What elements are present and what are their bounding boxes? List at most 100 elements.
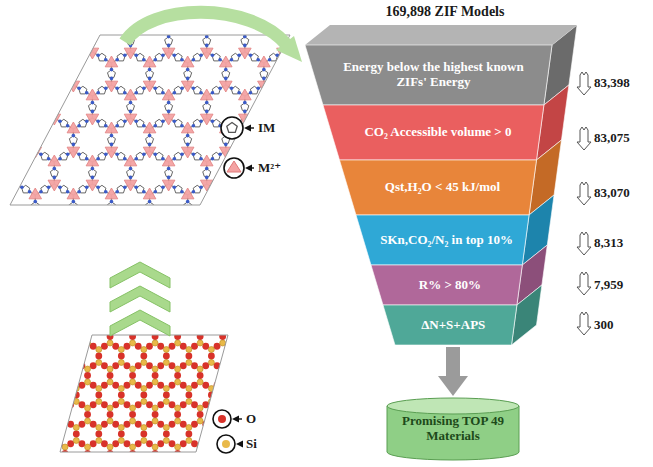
linker-bond (264, 217, 283, 228)
oxygen-atom (259, 421, 266, 428)
oxygen-atom (124, 440, 131, 447)
nitrogen-atom (186, 68, 190, 72)
metal-tetrahedron (10, 221, 23, 232)
nitrogen-atom (14, 110, 18, 114)
metal-tetrahedron (162, 180, 175, 191)
si-o-bond (9, 441, 20, 448)
oxygen-atom (163, 392, 170, 399)
metal-tetrahedron (181, 147, 194, 158)
nitrogen-atom (39, 256, 43, 260)
nitrogen-atom (167, 167, 171, 171)
nitrogen-atom (39, 153, 43, 157)
nitrogen-atom (115, 190, 119, 194)
imidazolate-ring (327, 251, 335, 259)
nitrogen-atom (110, 68, 114, 72)
nitrogen-atom (1, 124, 5, 128)
metal-tetrahedron (296, 122, 309, 133)
si-o-bond (9, 304, 20, 311)
nitrogen-atom (14, 167, 18, 171)
oxygen-atom (79, 323, 86, 330)
linker-bond (301, 195, 302, 217)
imidazolate-ring (3, 185, 11, 193)
linker-bond (35, 85, 54, 96)
nitrogen-atom (77, 256, 81, 260)
linker-bond (0, 85, 16, 96)
metal-tetrahedron (181, 0, 194, 1)
imidazolate-ring (41, 53, 49, 61)
nitrogen-atom (173, 157, 177, 161)
oxygen-atom (157, 440, 164, 447)
nitrogen-atom (243, 176, 247, 180)
oxygen-atom (39, 372, 46, 379)
oxygen-atom (225, 304, 232, 311)
metal-tetrahedron (10, 114, 23, 125)
imidazolate-ring (69, 4, 77, 12)
si-o-bond (20, 421, 31, 428)
nitrogen-atom (230, 58, 234, 62)
si-o-bond (268, 402, 279, 409)
nitrogen-atom (9, 252, 13, 256)
imidazolate-ring (222, 268, 230, 276)
nitrogen-atom (39, 21, 43, 25)
nitrogen-atom (237, 252, 241, 256)
oxygen-atom (208, 314, 215, 321)
metal-tetrahedron (86, 155, 99, 166)
nitrogen-atom (218, 190, 222, 194)
si-o-bond (245, 447, 246, 460)
nitrogen-atom (85, 25, 89, 29)
oxygen-atom (129, 372, 136, 379)
linker-bond (111, 250, 130, 261)
oxygen-atom (56, 304, 63, 311)
nitrogen-atom (180, 190, 184, 194)
imidazolate-ring (12, 169, 20, 177)
linker-bond (150, 217, 169, 228)
linker-bond (245, 250, 264, 261)
nitrogen-atom (153, 219, 157, 223)
oxygen-atom (11, 460, 18, 467)
si-o-bond (20, 343, 31, 350)
oxygen-atom (45, 323, 52, 330)
metal-tetrahedron (143, 56, 156, 67)
oxygen-atom (270, 421, 277, 428)
oxygen-atom (0, 440, 7, 447)
oxygen-atom (270, 323, 277, 330)
metal-tetrahedron (296, 188, 309, 199)
linker-bond (282, 96, 283, 118)
si-o-bond (76, 343, 87, 350)
si-o-bond (189, 304, 200, 311)
si-o-bond (211, 460, 222, 467)
si-o-bond (88, 460, 99, 467)
oxygen-atom (180, 304, 187, 311)
oxygen-atom (191, 343, 198, 350)
nitrogen-atom (192, 21, 196, 25)
nitrogen-atom (300, 266, 304, 270)
linker-bond (263, 0, 264, 19)
metal-tetrahedron (162, 221, 175, 232)
linker-bond (321, 184, 340, 195)
imidazolate-ring (41, 86, 49, 94)
metal-tetrahedron (29, 213, 42, 224)
si-o-bond (256, 460, 267, 467)
linker-bond (73, 261, 74, 283)
oxygen-atom (118, 353, 125, 360)
metal-tetrahedron (48, 155, 61, 166)
metal-tetrahedron (29, 122, 42, 133)
si-o-bond (65, 460, 76, 467)
imidazolate-ring (269, 86, 277, 94)
nitrogen-atom (20, 252, 24, 256)
si-o-bond (245, 408, 246, 421)
nitrogen-atom (180, 153, 184, 157)
si-o-bond (19, 369, 20, 382)
nitrogen-atom (104, 124, 108, 128)
metal-tetrahedron (124, 221, 137, 232)
imidazolate-ring (31, 70, 39, 78)
imidazolate-ring (174, 218, 182, 226)
nitrogen-atom (28, 190, 32, 194)
oxygen-atom (140, 353, 147, 360)
imidazolate-ring (336, 268, 344, 276)
si-o-bond (43, 363, 54, 370)
oxygen-atom (28, 314, 35, 321)
nitrogen-atom (96, 54, 100, 58)
si-o-bond (76, 350, 77, 363)
nitrogen-atom (186, 77, 190, 81)
